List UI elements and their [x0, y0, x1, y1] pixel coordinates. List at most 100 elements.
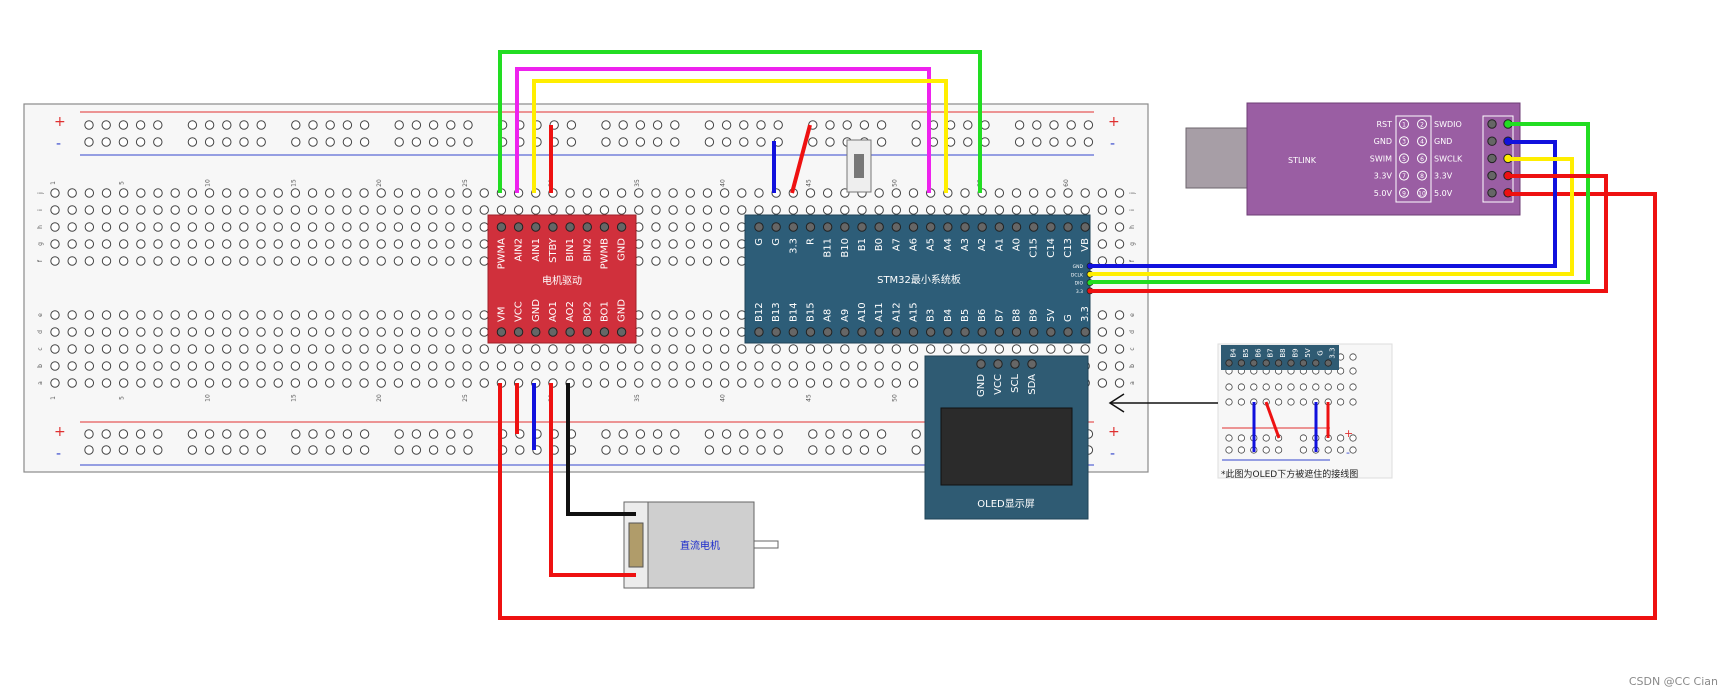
motor-driver-pin-label: GND — [617, 299, 628, 322]
row-letter: d — [37, 330, 44, 334]
breadboard-hole — [462, 239, 472, 249]
motor-driver-pin-label: STBY — [548, 237, 559, 263]
breadboard-hole — [685, 205, 695, 215]
breadboard-hole — [84, 239, 95, 249]
breadboard-rail-hole — [187, 429, 198, 439]
inset-pin-label: B4 — [1230, 348, 1238, 358]
breadboard-rail-hole — [222, 120, 232, 130]
breadboard-hole — [634, 188, 644, 198]
breadboard-hole — [239, 239, 249, 249]
oled-pin-label: VCC — [993, 374, 1004, 395]
breadboard-hole — [239, 188, 249, 198]
breadboard-hole — [136, 361, 146, 371]
inset-hole — [1287, 398, 1295, 406]
inset-rail-hole — [1237, 434, 1246, 442]
breadboard-hole — [445, 239, 455, 249]
rail-plus-bottom-left: + — [54, 424, 66, 440]
breadboard-hole — [771, 361, 781, 371]
inset-hole — [1349, 367, 1357, 375]
breadboard-hole — [891, 361, 902, 371]
breadboard-rail-hole — [808, 445, 818, 455]
column-number: 20 — [376, 394, 383, 402]
column-number: 20 — [376, 179, 383, 187]
stm32-pin-label: B9 — [1029, 309, 1040, 322]
breadboard-hole — [668, 239, 678, 249]
wire-red-swd-33 — [1090, 174, 1608, 293]
breadboard-hole — [101, 256, 112, 266]
breadboard-hole — [393, 344, 404, 354]
stm32-pin — [1046, 327, 1056, 337]
breadboard-rail-hole — [394, 137, 404, 147]
breadboard-rail-hole — [756, 120, 766, 130]
breadboard-hole — [136, 378, 146, 388]
breadboard-hole — [376, 239, 386, 249]
breadboard-hole — [170, 327, 180, 337]
breadboard-hole — [136, 327, 146, 337]
breadboard-hole — [857, 378, 867, 388]
stm32-pin — [874, 327, 884, 337]
breadboard-hole — [290, 188, 301, 198]
breadboard-hole — [651, 256, 661, 266]
breadboard-rail-hole — [153, 120, 163, 130]
row-letter: c — [37, 347, 44, 350]
breadboard-hole — [1097, 310, 1108, 320]
breadboard-hole — [136, 222, 146, 232]
row-letter: f — [1129, 259, 1136, 262]
breadboard-hole — [50, 222, 60, 232]
breadboard-hole — [50, 344, 60, 354]
rail-minus-top-right: - — [1110, 136, 1115, 152]
breadboard-hole — [737, 378, 747, 388]
stm32-pin — [857, 222, 867, 232]
motor-driver-title: 电机驱动 — [542, 274, 582, 287]
breadboard-hole — [428, 327, 438, 337]
stm32-title: STM32最小系统板 — [877, 273, 961, 286]
breadboard-hole — [325, 256, 335, 266]
breadboard-hole — [393, 205, 404, 215]
breadboard-rail-hole — [808, 429, 818, 439]
breadboard-rail-hole — [721, 445, 732, 455]
breadboard-hole — [307, 310, 318, 320]
breadboard-rail-hole — [601, 137, 611, 147]
breadboard-hole — [651, 310, 661, 320]
breadboard-rail-hole — [204, 120, 215, 130]
motor-driver-pin-label: PWMA — [496, 238, 507, 270]
breadboard-hole — [84, 344, 95, 354]
inset-rail-hole — [1275, 446, 1283, 454]
motor-driver-pin — [548, 222, 558, 232]
breadboard-hole — [702, 239, 713, 249]
breadboard-hole — [393, 256, 404, 266]
breadboard-rail-hole — [756, 137, 766, 147]
stm32-pin-label: R — [805, 238, 816, 245]
breadboard-hole — [1114, 327, 1125, 337]
breadboard-hole — [771, 344, 781, 354]
breadboard-hole — [256, 239, 266, 249]
breadboard-hole — [376, 222, 386, 232]
breadboard-hole — [136, 239, 146, 249]
breadboard-rail-hole — [876, 120, 887, 130]
breadboard-hole — [513, 361, 524, 371]
inset-hole — [1250, 383, 1258, 391]
breadboard-hole — [1114, 188, 1125, 198]
breadboard-hole — [376, 188, 386, 198]
stlink-header-pin — [1417, 153, 1427, 164]
inset-pin — [1262, 359, 1270, 367]
breadboard-hole — [634, 205, 644, 215]
breadboard-hole — [67, 361, 77, 371]
breadboard-hole — [445, 222, 455, 232]
breadboard-rail-hole — [359, 445, 370, 455]
breadboard-hole — [565, 361, 575, 371]
breadboard-hole — [651, 344, 661, 354]
breadboard-hole — [118, 188, 129, 198]
breadboard-hole — [1097, 361, 1108, 371]
breadboard-hole — [204, 378, 215, 388]
wire-yellow-swd-clk — [1090, 157, 1574, 276]
breadboard-rail-hole — [635, 429, 646, 439]
breadboard-hole — [222, 344, 232, 354]
breadboard-hole — [565, 188, 575, 198]
breadboard-rail-hole — [756, 445, 766, 455]
breadboard-rail-hole — [635, 445, 646, 455]
breadboard-hole — [410, 344, 421, 354]
